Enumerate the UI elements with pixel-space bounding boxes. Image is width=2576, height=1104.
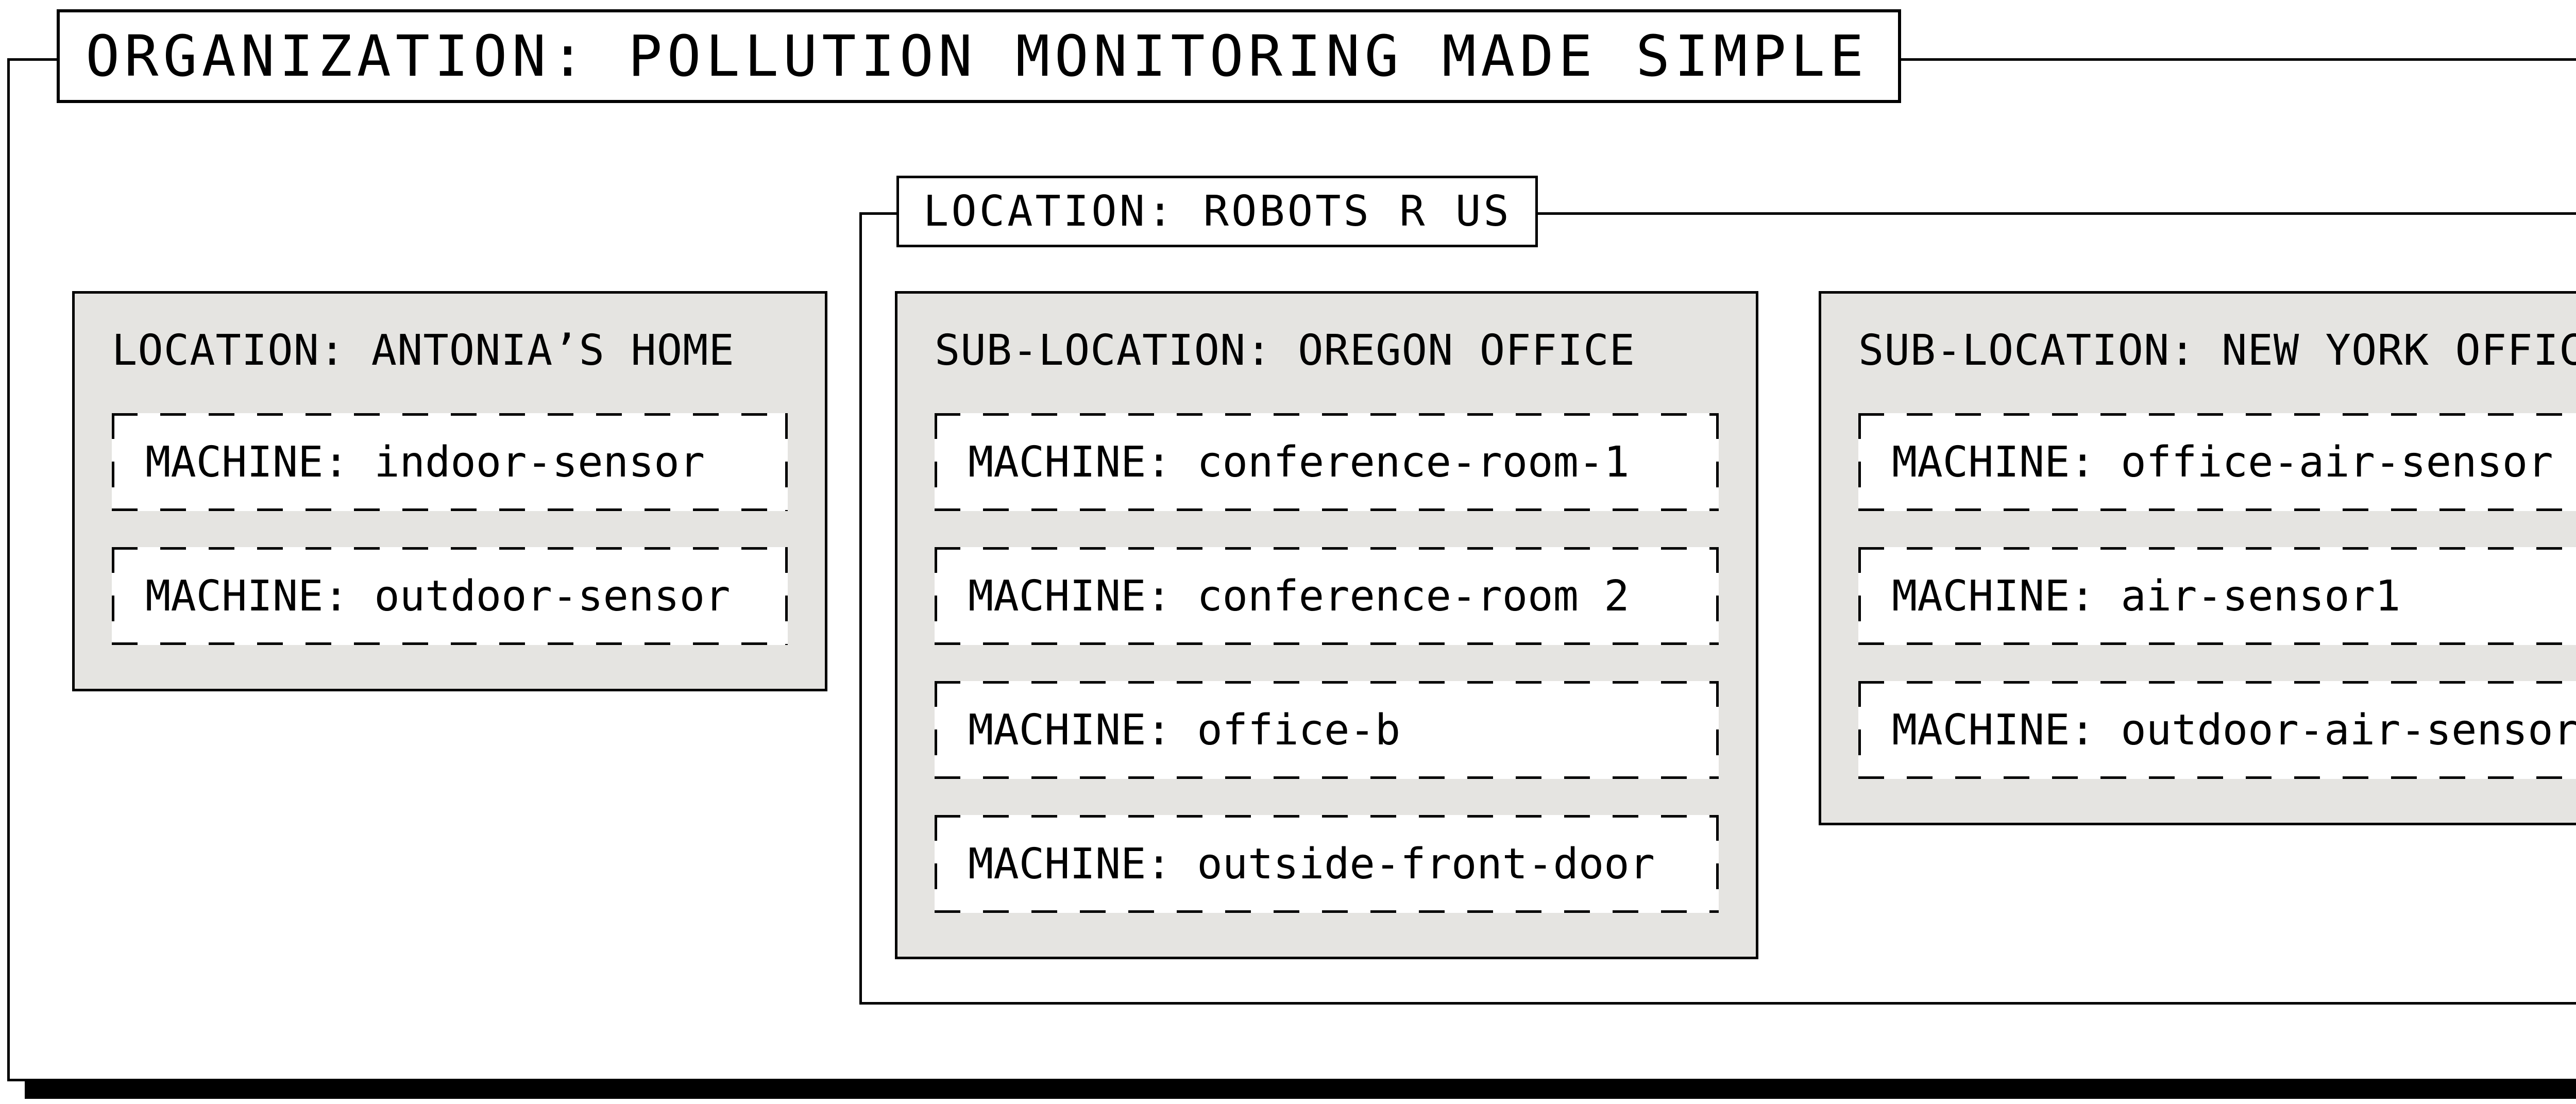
machine-label: MACHINE: conference-room-1 [968,437,1630,487]
machine-label: MACHINE: indoor-sensor [145,437,705,487]
machine-chip-conference-room-2: MACHINE: conference-room 2 [935,547,1719,645]
location-antonias-home-label: LOCATION: ANTONIA’S HOME [112,326,735,375]
machine-chip-conference-room-1: MACHINE: conference-room-1 [935,413,1719,511]
machine-chip-office-air-sensor: MACHINE: office-air-sensor [1858,413,2576,511]
machine-label: MACHINE: air-sensor1 [1892,571,2401,621]
machine-chip-outside-front-door: MACHINE: outside-front-door [935,815,1719,913]
sub-location-oregon-office-panel: SUB-LOCATION: OREGON OFFICE MACHINE: con… [895,291,1758,959]
machine-label: MACHINE: conference-room 2 [968,571,1630,621]
machine-chip-office-b: MACHINE: office-b [935,681,1719,779]
machine-label: MACHINE: office-b [968,705,1401,755]
machine-label: MACHINE: office-air-sensor [1892,437,2553,487]
organization-title-tab: ORGANIZATION: POLLUTION MONITORING MADE … [57,9,1901,103]
machine-list: MACHINE: office-air-sensor MACHINE: air-… [1858,413,2576,779]
machine-label: MACHINE: outdoor-air-sensor [1892,705,2576,755]
machine-chip-outdoor-air-sensor: MACHINE: outdoor-air-sensor [1858,681,2576,779]
machine-label: MACHINE: outside-front-door [968,839,1655,889]
location-robots-r-us-label: LOCATION: ROBOTS R US [923,187,1512,236]
sub-location-new-york-office-label: SUB-LOCATION: NEW YORK OFFICE [1858,326,2576,375]
location-robots-r-us-tab: LOCATION: ROBOTS R US [896,176,1538,247]
machine-list: MACHINE: conference-room-1 MACHINE: conf… [935,413,1719,913]
machine-label: MACHINE: outdoor-sensor [145,571,731,621]
machine-chip-air-sensor1: MACHINE: air-sensor1 [1858,547,2576,645]
machine-list: MACHINE: indoor-sensor MACHINE: outdoor-… [112,413,788,645]
organization-title: ORGANIZATION: POLLUTION MONITORING MADE … [86,23,1869,89]
machine-chip-indoor-sensor: MACHINE: indoor-sensor [112,413,788,511]
sub-location-new-york-office-panel: SUB-LOCATION: NEW YORK OFFICE MACHINE: o… [1819,291,2576,825]
location-antonias-home-panel: LOCATION: ANTONIA’S HOME MACHINE: indoor… [72,291,827,691]
sub-location-oregon-office-label: SUB-LOCATION: OREGON OFFICE [935,326,1635,375]
machine-chip-outdoor-sensor: MACHINE: outdoor-sensor [112,547,788,645]
